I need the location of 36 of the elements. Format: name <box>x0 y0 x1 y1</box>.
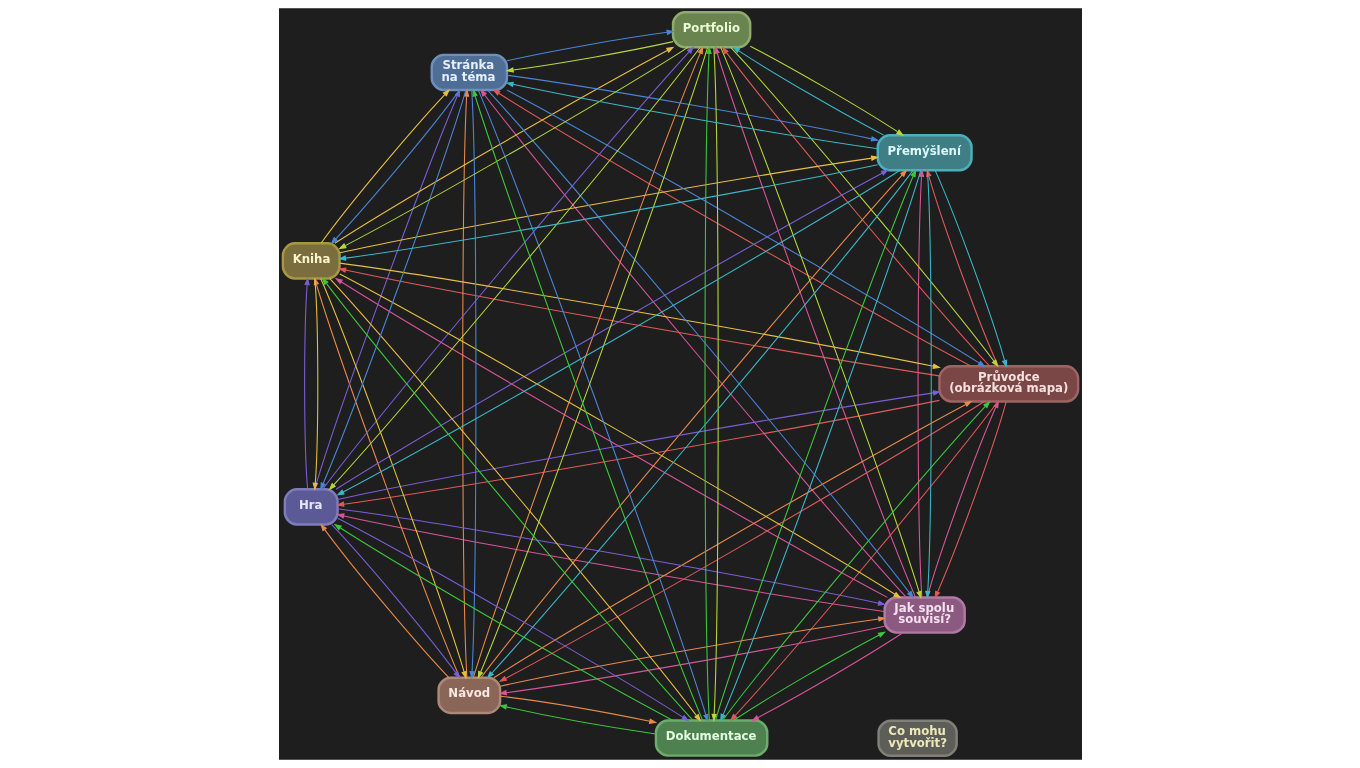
node-box: Hra <box>283 488 339 526</box>
arrow <box>461 88 469 679</box>
node-box: Průvodce (obrázková mapa) <box>937 365 1079 403</box>
arrow <box>710 47 719 722</box>
arrow <box>704 45 712 721</box>
node-box: Portfolio <box>671 10 751 49</box>
arrow <box>499 616 886 687</box>
node-box: Dokumentace <box>654 719 768 757</box>
node-box: Co mohu vytvořit? <box>876 719 958 758</box>
arrow <box>506 74 879 142</box>
arrow <box>320 88 450 244</box>
node-box: Přemýšlení <box>876 133 973 172</box>
arrow <box>505 81 878 150</box>
arrow <box>731 46 884 136</box>
arrow <box>498 625 885 696</box>
node-box: Stránka na téma <box>430 53 508 92</box>
arrow <box>319 523 449 679</box>
arrow <box>750 632 903 722</box>
arrow <box>338 155 879 254</box>
arrow <box>505 41 674 73</box>
arrow <box>934 169 1007 368</box>
arrow <box>749 45 904 136</box>
arrow <box>499 695 657 724</box>
arrow <box>498 704 656 735</box>
node-box: Kniha <box>281 242 341 280</box>
arrow <box>468 89 476 680</box>
arrow <box>924 170 932 599</box>
node-box: Jak spolu souvisí? <box>882 596 966 634</box>
arrow <box>917 168 924 598</box>
arrow <box>303 277 310 490</box>
arrow <box>330 524 460 679</box>
arrow <box>925 168 999 367</box>
arrow <box>732 631 886 721</box>
arrow <box>337 164 878 261</box>
arrow <box>506 29 675 62</box>
node-box: Návod <box>436 676 501 715</box>
